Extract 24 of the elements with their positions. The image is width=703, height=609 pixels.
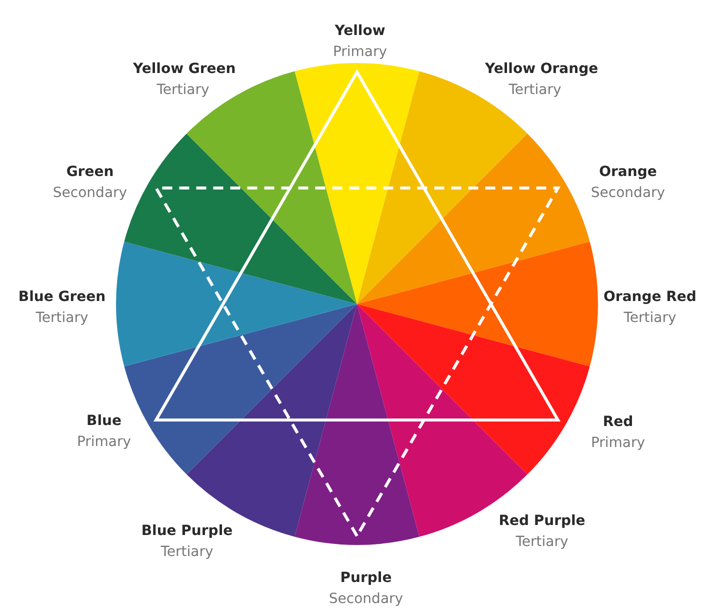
color-name: Red Purple <box>498 512 586 531</box>
color-category: Primary <box>590 434 646 453</box>
color-name: Orange Red <box>604 288 696 307</box>
color-category: Tertiary <box>160 543 214 562</box>
color-name: Blue Purple <box>141 522 233 541</box>
color-name: Green <box>66 163 114 182</box>
color-category: Primary <box>76 433 132 452</box>
color-category: Secondary <box>52 184 128 203</box>
color-category: Tertiary <box>516 533 568 552</box>
color-category: Tertiary <box>36 309 88 328</box>
color-category: Primary <box>332 43 388 62</box>
color-name: Blue Green <box>18 288 106 307</box>
color-category: Tertiary <box>624 309 676 328</box>
color-category: Tertiary <box>156 81 210 100</box>
color-name: Purple <box>340 569 392 588</box>
color-category: Secondary <box>590 184 666 203</box>
color-name: Blue <box>86 412 122 431</box>
color-name: Orange <box>599 163 657 182</box>
color-name: Red <box>602 413 634 432</box>
color-name: Yellow Green <box>133 60 236 79</box>
color-name: Yellow <box>334 22 386 41</box>
color-category: Tertiary <box>508 81 562 100</box>
color-name: Yellow Orange <box>485 60 598 79</box>
color-category: Secondary <box>328 590 404 609</box>
